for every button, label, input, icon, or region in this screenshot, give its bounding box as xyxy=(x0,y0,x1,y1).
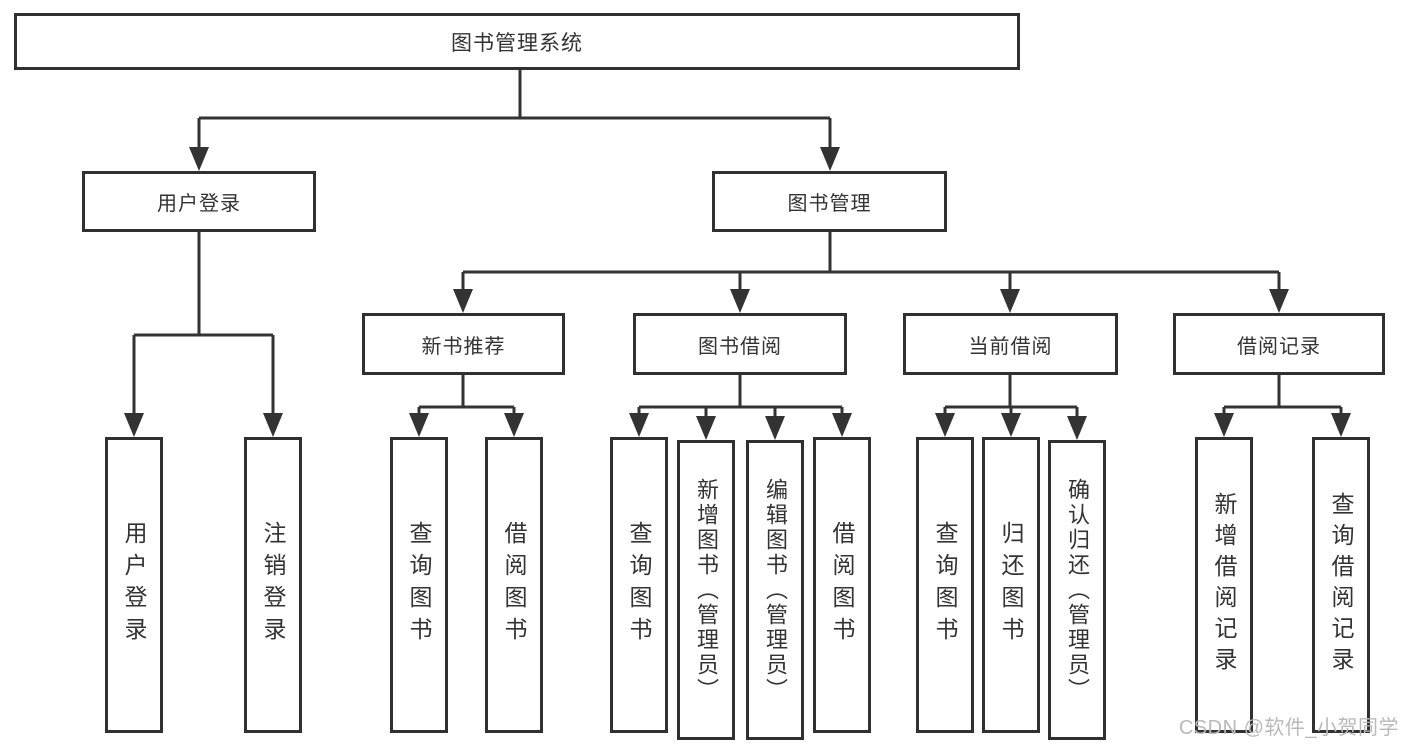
leaf-query-books-borrowing: 查询图书 xyxy=(610,437,668,733)
node-new-book-recommend: 新书推荐 xyxy=(362,313,565,375)
node-borrowing-records: 借阅记录 xyxy=(1173,313,1385,375)
leaf-edit-book-admin: 编辑图书（管理员） xyxy=(746,440,804,740)
leaf-query-books-current: 查询图书 xyxy=(916,437,974,733)
leaf-query-borrow-record: 查询借阅记录 xyxy=(1312,437,1370,733)
leaf-add-book-admin: 新增图书（管理员） xyxy=(677,440,735,740)
leaf-borrow-books-borrowing: 借阅图书 xyxy=(813,437,871,733)
node-book-borrowing: 图书借阅 xyxy=(633,313,847,375)
leaf-return-books: 归还图书 xyxy=(982,437,1040,733)
leaf-query-books-recommend: 查询图书 xyxy=(390,437,448,733)
leaf-user-login: 用户登录 xyxy=(105,437,163,733)
node-book-management: 图书管理 xyxy=(712,171,947,232)
leaf-confirm-return-admin: 确认归还（管理员） xyxy=(1048,440,1106,740)
leaf-add-borrow-record: 新增借阅记录 xyxy=(1195,437,1253,733)
node-user-login: 用户登录 xyxy=(82,171,316,232)
node-root-system: 图书管理系统 xyxy=(14,13,1020,70)
watermark-text: CSDN @软件_小贺同学 xyxy=(1178,717,1399,739)
leaf-borrow-books-recommend: 借阅图书 xyxy=(485,437,543,733)
node-current-borrowing: 当前借阅 xyxy=(903,313,1118,375)
leaf-logout-login: 注销登录 xyxy=(244,437,302,733)
